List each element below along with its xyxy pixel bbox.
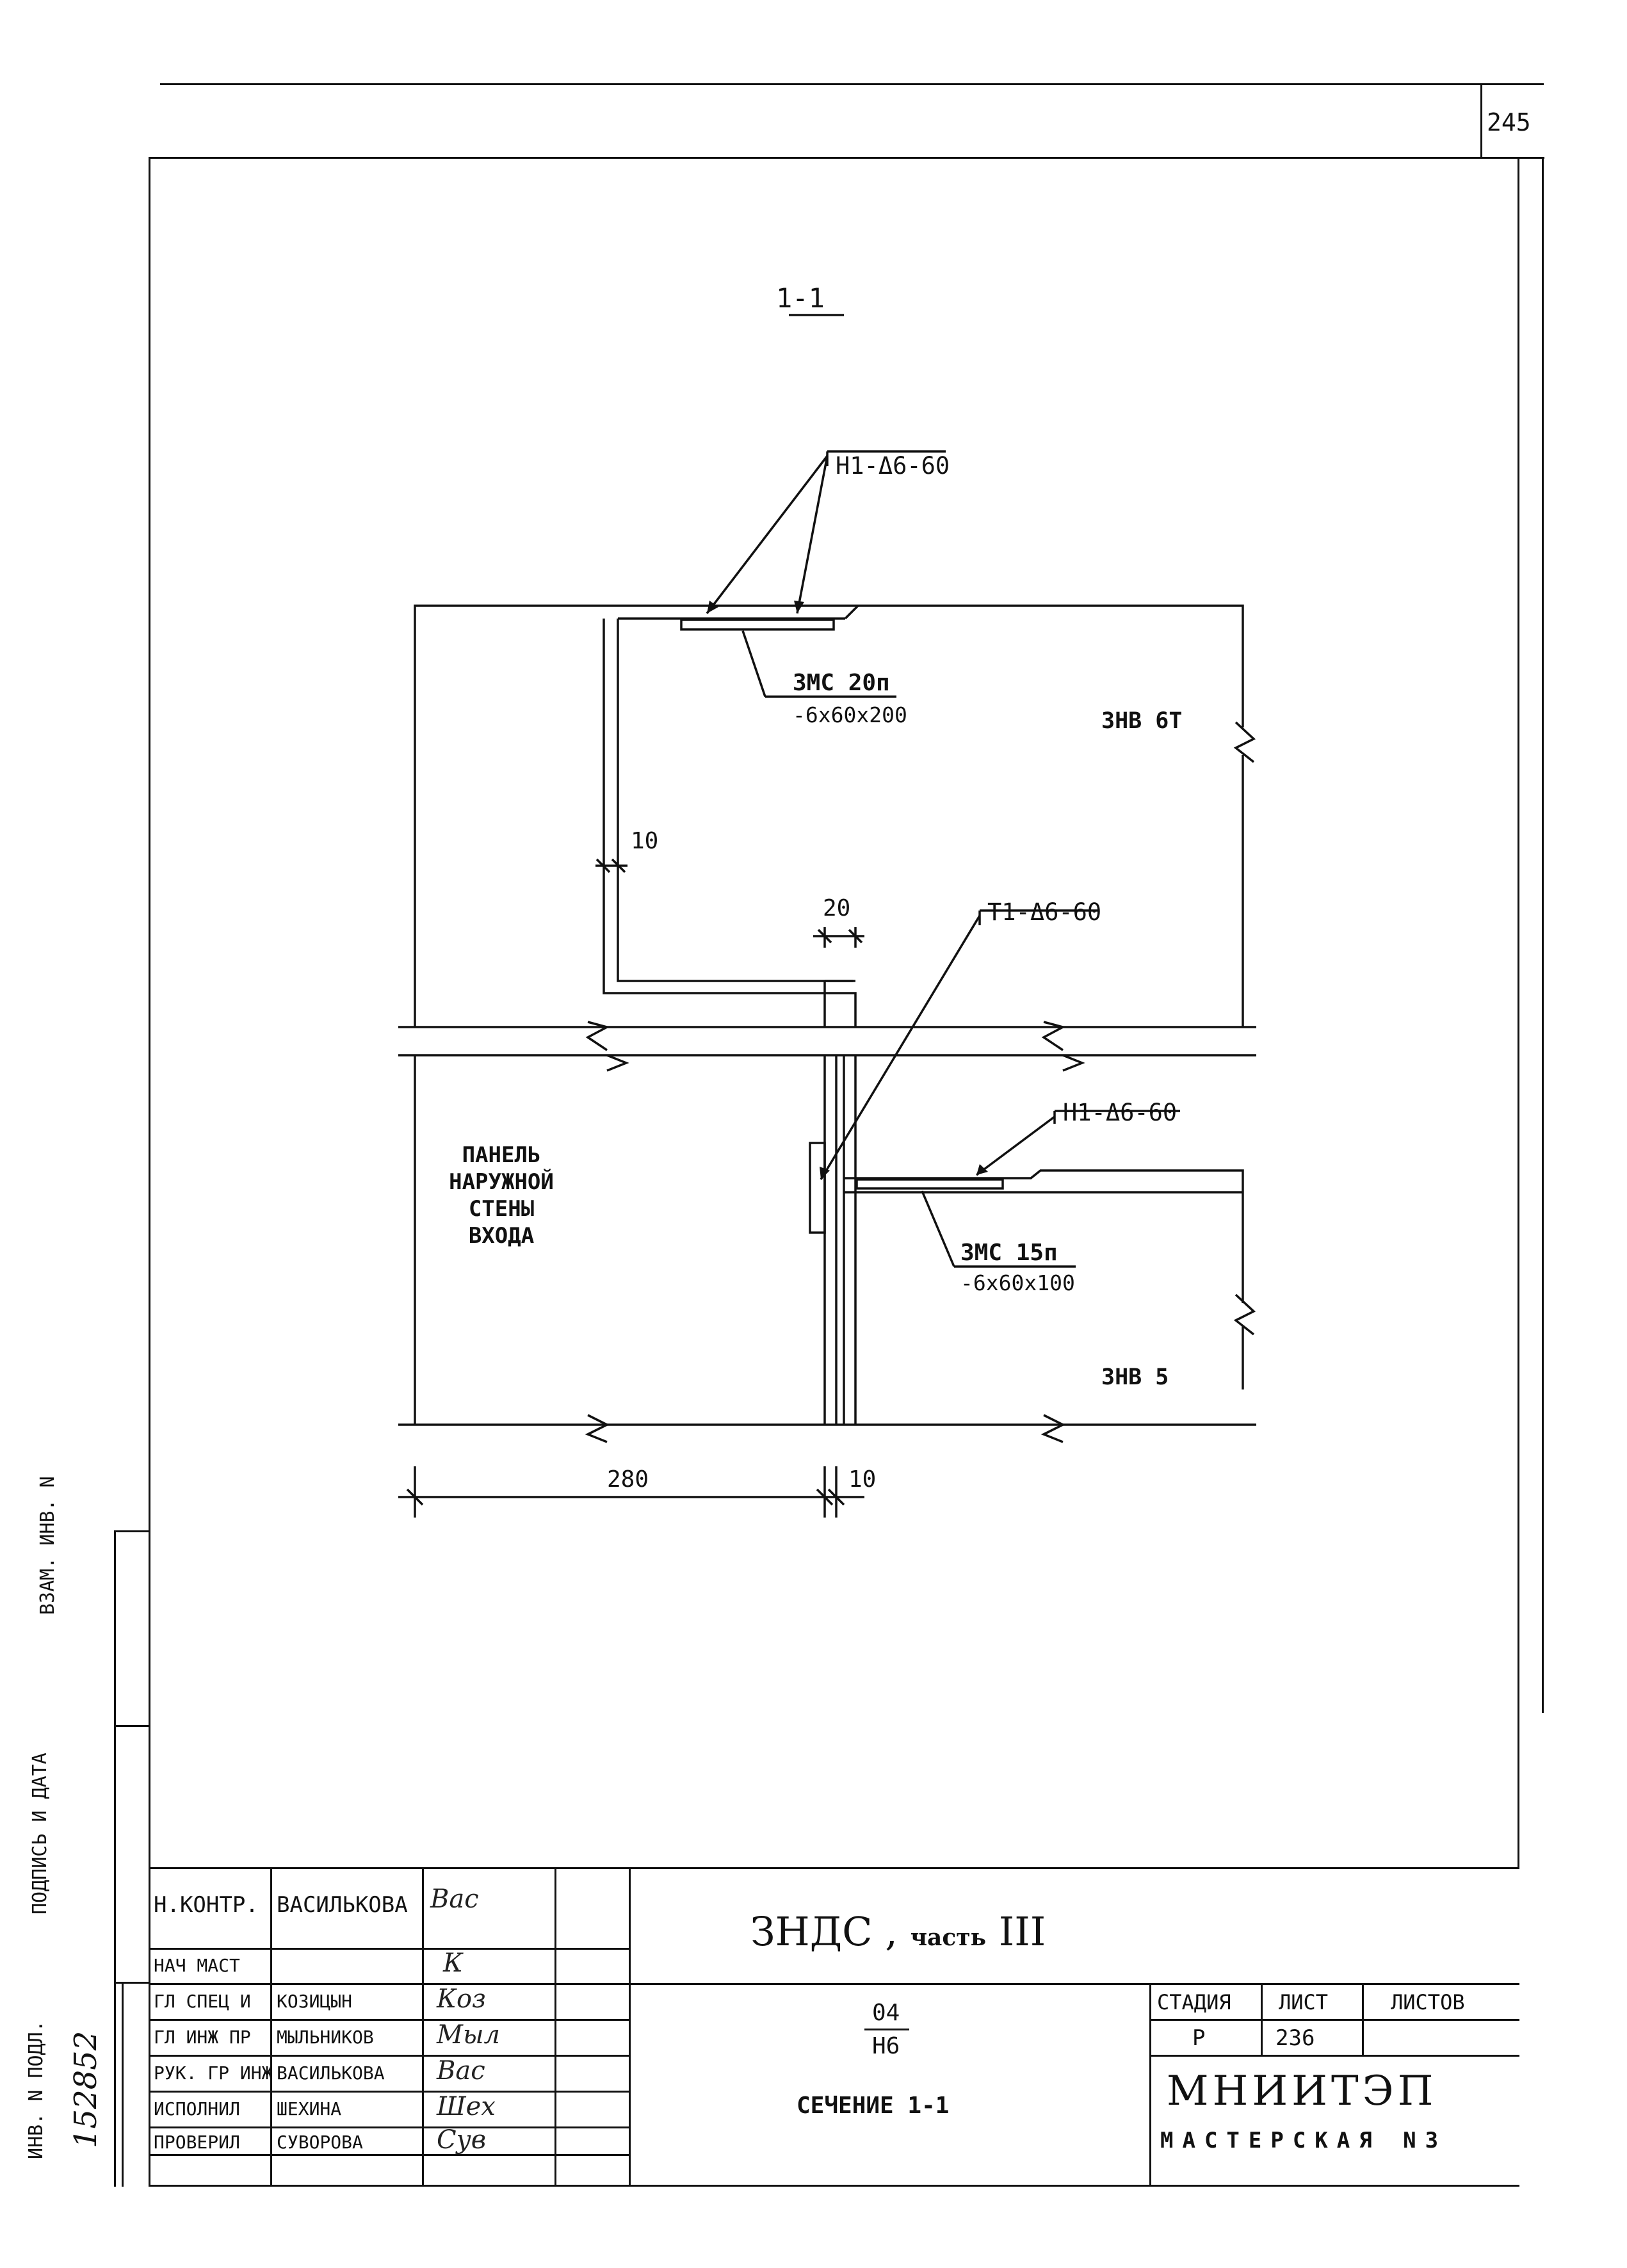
title-grid-line xyxy=(149,1983,1519,1985)
dim-gap-mid: 20 xyxy=(823,895,850,921)
side-stamp-divider xyxy=(114,1530,150,1532)
code-bottom: Н6 xyxy=(872,2033,900,2059)
sheet-value: 236 xyxy=(1275,2025,1315,2051)
stage-value: Р xyxy=(1192,2025,1206,2051)
project-title: ЗНДС , часть III xyxy=(750,1912,1046,1952)
title-grid-line-v xyxy=(270,1867,272,2187)
title-row-signature: Вас xyxy=(437,2056,485,2086)
code-divider xyxy=(864,2029,909,2030)
title-row-signature: Мыл xyxy=(437,2020,501,2050)
right-outer-border xyxy=(1542,157,1544,1713)
title-grid-line xyxy=(149,1948,629,1950)
title-grid-line xyxy=(149,2055,629,2057)
title-row-name: СУВОРОВА xyxy=(277,2132,363,2153)
inner-top-border xyxy=(149,157,1544,159)
stamp-podpis-data: ПОДПИСЬ И ДАТА xyxy=(29,1753,51,1915)
title-row-signature: К xyxy=(443,1948,463,1978)
wall-panel-label-line: НАРУЖНОЙ xyxy=(449,1169,554,1195)
organization-name: МНИИТЭП xyxy=(1167,2068,1437,2115)
plate-size-low: -6x60x100 xyxy=(960,1270,1075,1295)
wall-panel-label-line: ВХОДА xyxy=(469,1223,534,1249)
wall-panel-label-line: ПАНЕЛЬ xyxy=(462,1142,541,1168)
stamp-vzam-inv: ВЗАМ. ИНВ. N xyxy=(36,1476,59,1615)
weld-callout-low: Н1-Δ6-60 xyxy=(1063,1099,1177,1126)
right-border xyxy=(1518,157,1519,1867)
title-block: Н.КОНТР. ВАСИЛЬКОВА Вас НАЧ МАСТ К ГЛ СП… xyxy=(149,1867,1519,2187)
title-row-name: ВАСИЛЬКОВА xyxy=(277,1892,408,1918)
sheet-name: СЕЧЕНИЕ 1-1 xyxy=(797,2093,950,2119)
title-row-role: Н.КОНТР. xyxy=(154,1892,259,1918)
title-grid-line-v xyxy=(629,1867,631,2187)
sheet-number: 245 xyxy=(1487,108,1531,136)
stage-label: СТАДИЯ xyxy=(1157,1990,1231,2014)
title-grid-line-v xyxy=(422,1867,424,2187)
side-stamp-divider xyxy=(114,1982,150,1984)
title-row-signature: Коз xyxy=(437,1984,486,2014)
title-grid-line xyxy=(149,2019,629,2021)
title-grid-line-v xyxy=(1362,1983,1364,2055)
title-row-name: МЫЛЬНИКОВ xyxy=(277,2027,374,2048)
panel-mark-low: ЗНВ 5 xyxy=(1101,1365,1169,1390)
side-stamp-divider xyxy=(114,1725,150,1727)
title-row-name: КОЗИЦЫН xyxy=(277,1991,353,2012)
project-name: ЗНДС xyxy=(750,1908,873,1955)
project-part-num: III xyxy=(998,1908,1046,1955)
title-row-signature: Сув xyxy=(437,2125,487,2155)
title-grid-line xyxy=(149,2154,629,2156)
title-grid-line xyxy=(149,2126,629,2128)
title-row-signature: Вас xyxy=(430,1884,479,1914)
title-row-signature: Шех xyxy=(437,2092,496,2121)
project-part-word: часть xyxy=(910,1924,987,1951)
title-row-name: ВАСИЛЬКОВА xyxy=(277,2062,385,2084)
side-stamp-divider-v xyxy=(122,1982,124,2187)
top-border-line xyxy=(160,83,1544,85)
workshop-name: МАСТЕРСКАЯ N3 xyxy=(1160,2128,1448,2153)
bottom-border xyxy=(149,2185,1519,2187)
sheets-label: ЛИСТОВ xyxy=(1391,1990,1465,2014)
side-stamp-border xyxy=(114,1530,116,2187)
plate-size-top: -6x60x200 xyxy=(793,702,907,727)
code-top: 04 xyxy=(872,2000,900,2026)
sheet-label: ЛИСТ xyxy=(1279,1990,1329,2014)
title-grid-line xyxy=(149,2091,629,2093)
title-row-role: РУК. ГР ИНЖ xyxy=(154,2062,273,2084)
stamp-inv-podl-value: 152852 xyxy=(68,2030,104,2148)
title-grid-line-v xyxy=(554,1867,556,2187)
section-title: 1-1 xyxy=(776,282,825,314)
plate-mark-low: ЗМС 15п xyxy=(960,1240,1058,1266)
dim-panel-width: 280 xyxy=(607,1466,649,1493)
section-drawing: 1-1 Н1-Δ6-60 ЗМС 20п -6x60x200 ЗНВ 6Т 10… xyxy=(398,282,1256,1518)
stamp-inv-podl: ИНВ. N ПОДЛ. xyxy=(25,2020,47,2159)
plate-mark-top: ЗМС 20п xyxy=(793,670,890,696)
weld-callout-top: Н1-Δ6-60 xyxy=(836,452,950,480)
title-grid-line xyxy=(1149,2055,1519,2057)
sheet-number-box-left xyxy=(1480,83,1482,159)
weld-callout-mid: Т1-Δ6-60 xyxy=(987,898,1101,926)
title-grid-line xyxy=(1149,2019,1519,2021)
left-border xyxy=(149,157,150,2187)
dim-gap-top: 10 xyxy=(631,828,658,854)
title-grid-line-v xyxy=(1261,1983,1263,2055)
title-row-role: НАЧ МАСТ xyxy=(154,1955,240,1976)
project-separator: , xyxy=(885,1908,898,1955)
title-row-role: ГЛ ИНЖ ПР xyxy=(154,2027,251,2048)
wall-panel-label-line: СТЕНЫ xyxy=(469,1196,534,1222)
title-row-role: ИСПОЛНИЛ xyxy=(154,2098,240,2119)
title-grid-line-v xyxy=(1149,1983,1151,2187)
title-row-role: ПРОВЕРИЛ xyxy=(154,2132,240,2153)
title-row-role: ГЛ СПЕЦ И xyxy=(154,1991,251,2012)
title-grid-line xyxy=(149,1867,1519,1869)
panel-mark-top: ЗНВ 6Т xyxy=(1101,708,1182,734)
title-row-name: ШЕХИНА xyxy=(277,2098,342,2119)
dim-gap-bottom: 10 xyxy=(848,1466,876,1493)
